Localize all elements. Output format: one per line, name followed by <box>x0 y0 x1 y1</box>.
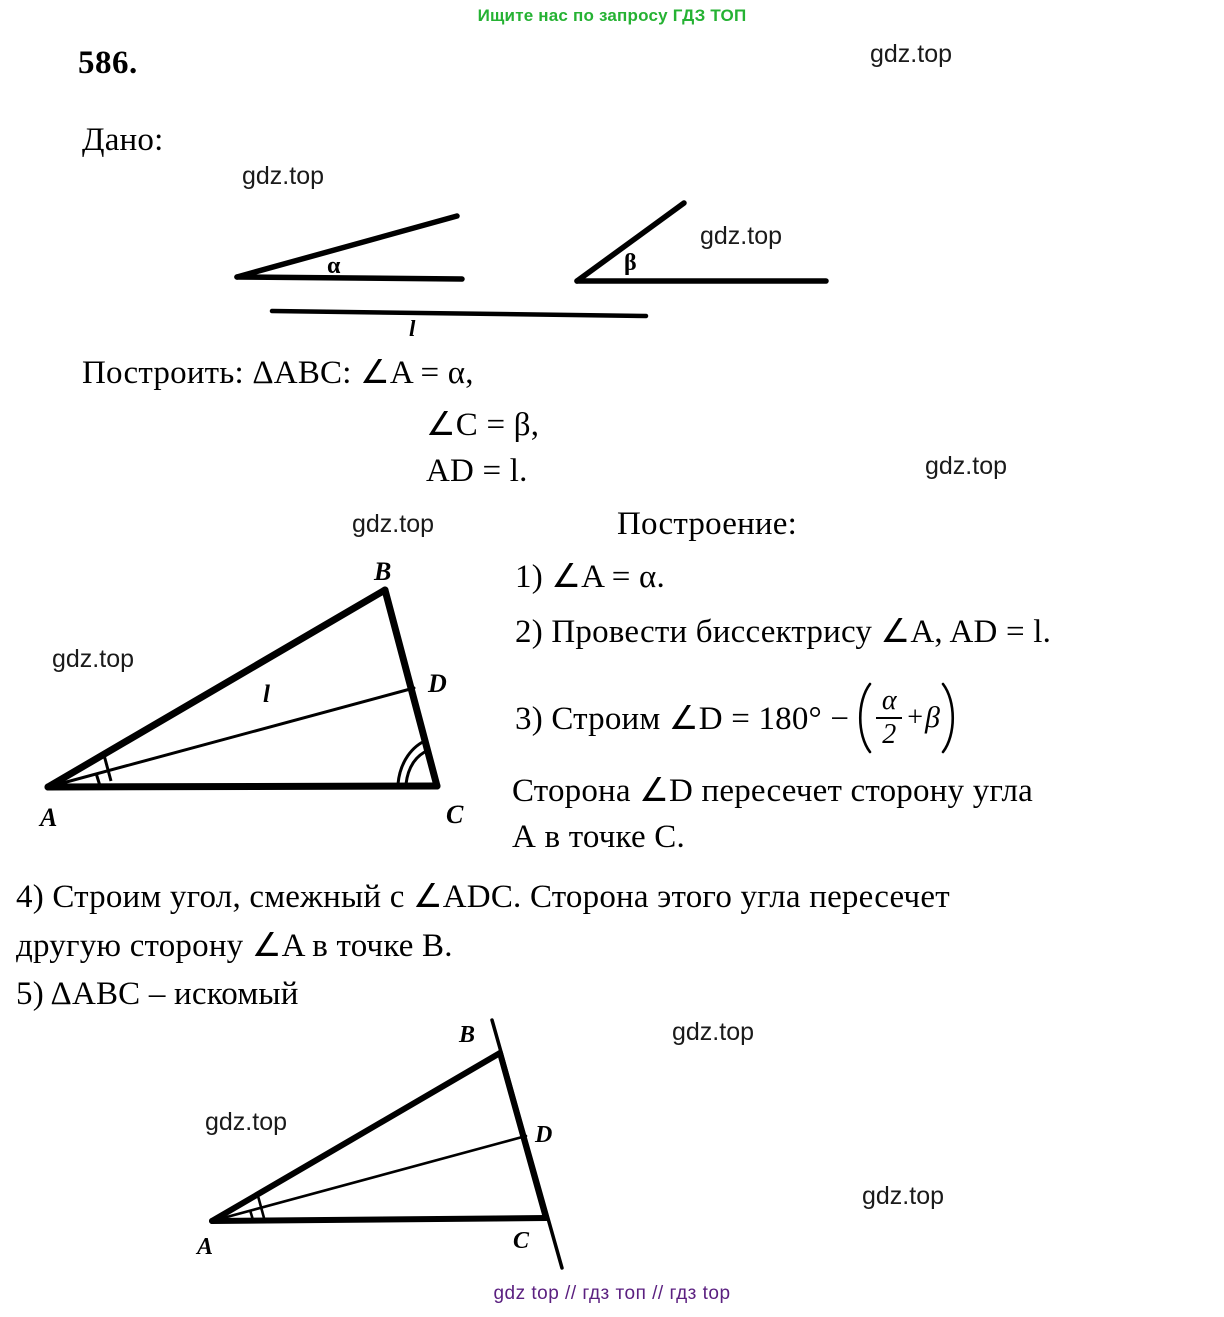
triangle-bottom-label-C: C <box>513 1228 530 1254</box>
construction-heading: Построение: <box>617 506 798 542</box>
angle-arc-C-outer <box>396 738 428 785</box>
watermark: gdz.top <box>242 162 325 190</box>
watermark: gdz.top <box>925 452 1008 480</box>
promo-banner: Ищите нас по запросу ГДЗ ТОП <box>477 6 747 25</box>
construction-step-4-line-2: другую сторону ∠A в точке B. <box>16 928 453 964</box>
plus-sign: + <box>907 702 924 733</box>
watermark: gdz.top <box>862 1182 945 1210</box>
watermark: gdz.top <box>205 1108 288 1136</box>
triangle-bottom-label-A: A <box>197 1234 214 1260</box>
beta-term: β <box>925 701 940 734</box>
watermark: gdz.top <box>52 645 135 673</box>
triangle-top-label-A: A <box>40 803 58 832</box>
angle-mark-A-lower <box>248 1209 255 1221</box>
segment-l-figure <box>269 308 649 319</box>
task-line-2: ∠C = β, <box>426 407 540 443</box>
right-paren-icon <box>941 682 954 754</box>
construction-note-line-1: Сторона ∠D пересечет сторону угла <box>512 773 1033 809</box>
alpha-label: α <box>327 253 341 279</box>
watermark: gdz.top <box>672 1018 755 1046</box>
beta-label: β <box>624 250 637 276</box>
angle-mark-A-lower <box>94 772 102 787</box>
construction-step-1: 1) ∠A = α. <box>515 559 665 595</box>
site-footer: gdz top // гдз топ // гдз top <box>493 1283 731 1304</box>
segment-AC <box>209 1215 549 1224</box>
problem-number: 586. <box>78 45 138 81</box>
angle-mark-A-upper <box>256 1195 266 1219</box>
triangle-bottom-label-D: D <box>535 1122 553 1148</box>
construction-step-5: 5) ΔABC – искомый <box>16 976 299 1012</box>
task-line-3: AD = l. <box>426 453 528 489</box>
watermark: gdz.top <box>870 40 953 68</box>
watermark: gdz.top <box>352 510 435 538</box>
fraction-denominator: 2 <box>882 719 897 751</box>
construction-step-2: 2) Провести биссектрису ∠A, AD = l. <box>515 614 1052 650</box>
task-line-1: Построить: ΔABC: ∠A = α, <box>82 355 474 391</box>
angle-mark-A-upper <box>102 754 113 782</box>
construction-step-4-line-1: 4) Строим угол, смежный с ∠ADC. Сторона … <box>16 879 950 915</box>
triangle-bottom-label-B: B <box>459 1022 476 1048</box>
construction-note-line-2: А в точке С. <box>512 819 685 855</box>
segment-AC <box>44 782 441 791</box>
given-figure <box>0 0 900 345</box>
segment-AB <box>44 586 389 791</box>
parenthesized-expression: α 2 + β <box>853 681 960 755</box>
construction-step-3: 3) Строим ∠D = 180° − α 2 + β <box>515 681 960 755</box>
triangle-top-label-C: C <box>446 800 464 829</box>
triangle-top-label-B: B <box>374 557 392 586</box>
triangle-top-label-side-l: l <box>263 681 270 708</box>
segment-AD-bisector <box>210 1134 528 1223</box>
segment-l-label: l <box>409 316 416 341</box>
fraction-numerator: α <box>881 684 897 716</box>
fraction-alpha-over-two: α 2 <box>876 684 903 751</box>
given-label: Дано: <box>82 122 164 158</box>
triangle-diagram-bottom <box>209 1018 564 1270</box>
watermark: gdz.top <box>700 222 783 250</box>
left-paren-icon <box>859 682 872 754</box>
triangle-diagram-top <box>0 0 520 880</box>
triangle-top-label-D: D <box>428 669 447 698</box>
angle-alpha-figure <box>234 213 465 282</box>
fraction-bar <box>876 716 903 720</box>
angle-beta-figure <box>574 200 829 284</box>
segment-AB <box>209 1050 503 1224</box>
angle-arc-C-inner <box>404 748 430 785</box>
step-3-prefix: 3) Строим ∠D = 180° − <box>515 701 850 737</box>
